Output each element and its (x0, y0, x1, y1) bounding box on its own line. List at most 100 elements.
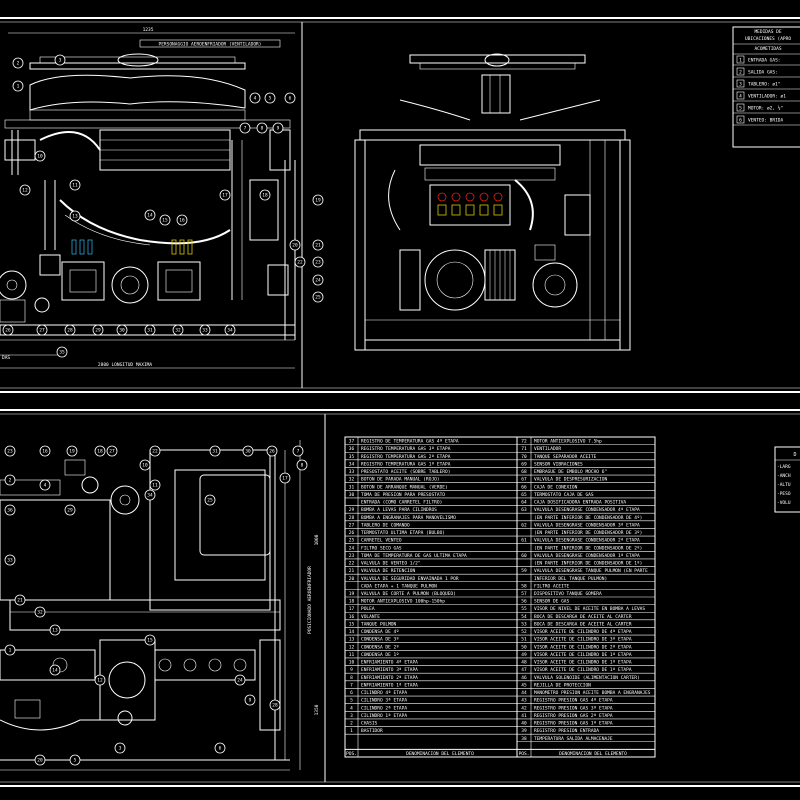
callout-number: 7 (244, 126, 247, 132)
part-description: VISOR ACEITE DE CILINDRO DE 4ª ETAPA (534, 629, 632, 635)
legend-row: 6 VENTEO: BRIDA (733, 115, 800, 126)
part-number: 71 (521, 446, 527, 452)
part-description: REGISTRO PRESION GAS 2ª ETAPA (534, 713, 613, 719)
part-number: 24 (349, 545, 355, 551)
callout-balloon: 5 (264, 92, 276, 104)
part-number: 37 (349, 439, 355, 445)
part-number: 65 (521, 492, 527, 498)
part-number: 58 (521, 583, 527, 589)
dimension-row: -ALTU (777, 482, 791, 488)
legend-mark: 3 (739, 82, 742, 88)
part-description: ENFRIAMIENTO 3ª ETAPA (361, 667, 418, 673)
part-description: VALVULA SOLENOIDE (ALIMENTACION CARTER) (534, 675, 640, 681)
part-number: 8 (350, 675, 353, 681)
callout-balloon: 32 (34, 606, 46, 618)
part-number: 4 (350, 705, 353, 711)
callout-balloon: 24 (312, 274, 324, 286)
callout-number: 10 (37, 154, 43, 160)
callout-number: 30 (119, 328, 125, 334)
callout-number: 33 (7, 558, 13, 564)
part-number: 21 (349, 568, 355, 574)
part-number: 56 (521, 599, 527, 605)
callout-number: 19 (315, 198, 321, 204)
part-number: 26 (349, 530, 355, 536)
part-number: 61 (521, 538, 527, 544)
dim-right-top: 1000 (314, 534, 320, 545)
part-description: BOCA DE DESCARGA DE ACEITE AL CARTER (534, 614, 632, 620)
part-number: 34 (349, 461, 355, 467)
part-description: CILINDRO 1ª ETAPA (361, 713, 407, 719)
callout-balloon: 16 (39, 445, 51, 457)
callout-number: 35 (59, 350, 65, 356)
part-description: VALVULA DE SEGURIDAD ENVAINADA 1 POR (361, 576, 459, 582)
parts-row: (EN PARTE INFERIOR DE CONDENSADOR DE 1º) (534, 561, 642, 567)
part-description: VALVULA DESENGRASE CONDENSADOR 2ª ETAPA (534, 538, 640, 544)
callout-balloon: 23 (312, 256, 324, 268)
part-description: ENTRADA (COMO CARRETEL FILTRO) (361, 500, 442, 506)
part-description: POLEA (361, 606, 375, 612)
callout-balloon: 33 (4, 554, 16, 566)
callout-balloon: 17 (219, 189, 231, 201)
part-description: BOTON DE PARADA MANUAL (ROJO) (361, 477, 440, 483)
part-description: BOCA DE DESCARGA DE ACEITE AL CARTER (534, 621, 632, 627)
callout-number: 14 (52, 668, 58, 674)
callout-number: 29 (67, 508, 73, 514)
callout-balloon: 6 (214, 742, 226, 754)
legend-title-2: UBICACIONES (APRO (745, 36, 791, 42)
callout-number: 12 (97, 678, 103, 684)
dimension-row: -ANCH (777, 473, 791, 479)
part-number: 66 (521, 484, 527, 490)
parts-row: (EN PARTE INFERIOR DE CONDENSADOR DE 2º) (534, 545, 642, 551)
legend-text: SALIDA GAS: (748, 70, 778, 76)
callout-number: 5 (74, 758, 77, 764)
bottom-sheet-frame (0, 409, 800, 787)
callout-number: 6 (289, 96, 292, 102)
parts-row: ENTRADA (COMO CARRETEL FILTRO) (361, 500, 442, 506)
legend-mark: 6 (739, 118, 742, 124)
part-description: VALVULA DE CORTE A PULMON (BLOQUEO) (361, 591, 456, 597)
part-number: 72 (521, 439, 527, 445)
part-number: 48 (521, 660, 527, 666)
part-number: 7 (350, 682, 353, 688)
callout-number: 12 (22, 188, 28, 194)
part-description: FILTRO SECO GAS (361, 545, 402, 551)
callout-balloon: 20 (34, 754, 46, 766)
part-description: REGISTRO PRESION GAS 4ª ETAPA (534, 698, 613, 704)
legend-text: VENTEO: BRIDA (748, 118, 784, 124)
callout-balloon: 15 (159, 214, 171, 226)
callout-number: 15 (147, 638, 153, 644)
part-number: 52 (521, 629, 527, 635)
legend-mark: 2 (739, 70, 742, 76)
callout-balloon: 9 (272, 122, 284, 134)
callout-balloon: 31 (209, 445, 221, 457)
callout-number: 25 (207, 498, 213, 504)
callout-balloon: 6 (284, 92, 296, 104)
callout-balloon: 16 (176, 214, 188, 226)
part-description: REGISTRO PRESION ENTRADA (534, 728, 599, 734)
part-description: VALVULA DESENGRASE TANQUE PULMON (EN PAR… (534, 568, 648, 574)
part-number: 29 (349, 507, 355, 513)
callout-balloon: 5 (69, 754, 81, 766)
legend-mark: 1 (739, 58, 742, 64)
part-description: SENSOR VIBRACIONES (534, 461, 583, 467)
callout-balloon: 15 (144, 634, 156, 646)
